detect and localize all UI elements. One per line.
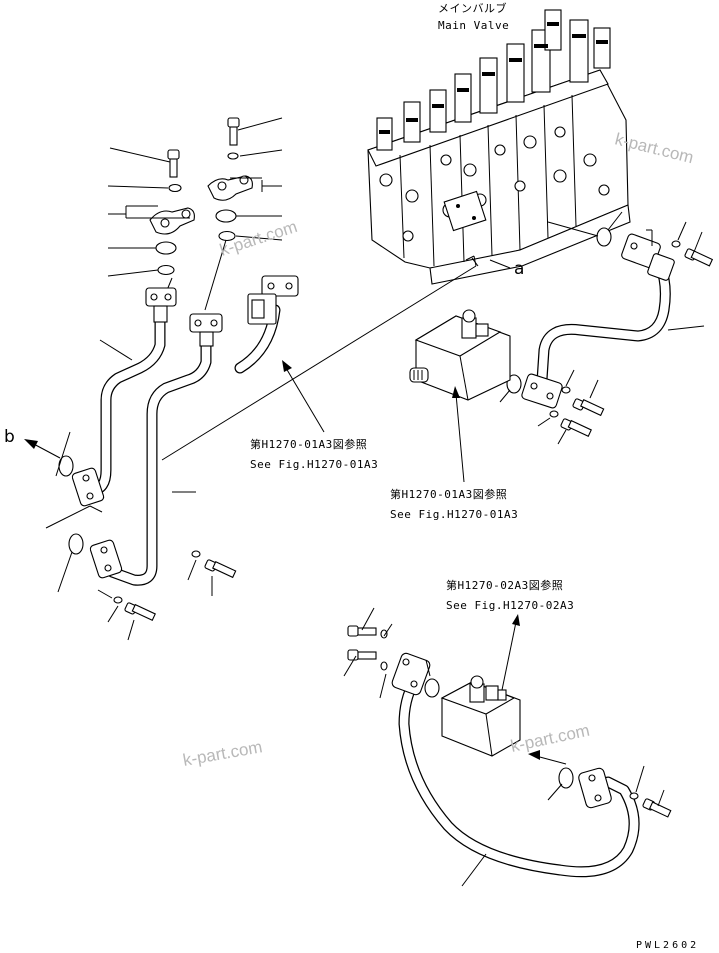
o-ring-left (157, 264, 175, 276)
ref-3-en: See Fig.H1270-02A3 (446, 599, 574, 612)
main-valve-label-en: Main Valve (438, 19, 509, 32)
arrow-a-lower (528, 750, 567, 765)
split-flange-middle (207, 175, 253, 201)
leader-lines-connect (161, 255, 511, 461)
o-ring-middle-thick (215, 209, 237, 223)
leader-lines-right-upper (499, 211, 705, 445)
leader-lines-upper (107, 117, 283, 311)
leader-lines-lower-left (45, 339, 213, 641)
o-ring-lower-left-b (68, 533, 84, 555)
tube-right-upper (536, 259, 671, 386)
flange-lower-left-a (71, 467, 105, 507)
ref-1-jp: 第H1270-01A3図参照 (250, 437, 367, 451)
bolt-right-top (671, 240, 714, 267)
ref-arrow-2 (452, 386, 465, 483)
main-valve-label-jp: メインバルブ (438, 1, 507, 15)
valve-block-lower (440, 675, 521, 757)
watermark-3: k-part.com (509, 721, 591, 756)
ref-2-jp: 第H1270-01A3図参照 (390, 487, 507, 501)
flange-right-lower (521, 373, 563, 409)
ref-arrow-1 (282, 360, 325, 433)
arrow-b (24, 439, 61, 459)
washer-upper-left (168, 183, 182, 193)
tube-lower (398, 676, 640, 878)
main-valve-assembly (367, 9, 631, 285)
o-ring-lower-b (558, 767, 574, 789)
marker-b-label: b (4, 427, 15, 447)
leader-lines-lower (343, 607, 665, 887)
bolt-lower-left-a (191, 550, 237, 579)
flange-right-top (621, 233, 675, 281)
ref-3-jp: 第H1270-02A3図参照 (446, 578, 563, 592)
bolt-lower-a (347, 625, 388, 639)
flange-upper-left (145, 287, 177, 323)
bolt-upper-left (167, 149, 180, 178)
ref-1-en: See Fig.H1270-01A3 (250, 458, 378, 471)
flange-upper-middle (189, 313, 223, 347)
flange-lower-right (578, 767, 612, 809)
flange-lower-left (391, 652, 431, 696)
bolt-right-lower-b (549, 410, 592, 438)
bolt-right-lower-a (561, 386, 605, 417)
bolt-upper-middle (227, 117, 240, 146)
split-flange-left (149, 207, 195, 235)
bolt-lower-left-b (113, 596, 156, 622)
o-ring-lower-a (424, 678, 440, 698)
o-ring-right-top (596, 227, 612, 247)
marker-a-label: a (514, 259, 524, 279)
ref-2-en: See Fig.H1270-01A3 (390, 508, 518, 521)
ppc-valve-block (409, 309, 511, 401)
tube-left-inner (106, 332, 212, 586)
washer-upper-middle (227, 152, 239, 160)
watermark-2: k-part.com (181, 737, 263, 770)
o-ring-middle (218, 230, 236, 242)
o-ring-left-thick (155, 241, 177, 255)
bolt-lower-right (629, 792, 672, 818)
drawing-code: PWL2602 (636, 940, 699, 951)
watermark-1: k-part.com (217, 217, 299, 260)
tube-left-outer (86, 304, 166, 496)
flange-lower-left-b (89, 539, 123, 579)
hose-fitting-pc (247, 275, 299, 325)
ref-arrow-3 (501, 614, 520, 691)
